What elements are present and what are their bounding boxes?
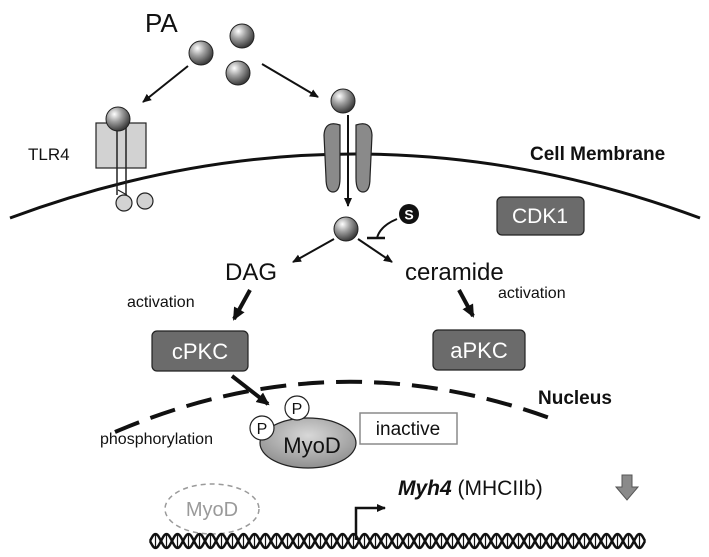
nucleus-label: Nucleus xyxy=(538,388,612,409)
tlr4-receptor xyxy=(95,106,154,212)
downregulation-arrow-icon xyxy=(614,474,640,501)
phosphate-1-label: P xyxy=(257,421,268,438)
cdk1-box xyxy=(496,196,585,236)
tlr4-label: TLR4 xyxy=(28,145,70,164)
arrow-cpkc-to-myod xyxy=(230,374,270,406)
pa-label: PA xyxy=(145,8,178,38)
internal-pa-sphere xyxy=(333,216,359,242)
apkc-box xyxy=(432,329,526,371)
transcription-start-icon xyxy=(354,504,386,540)
phosphate-1 xyxy=(249,415,275,441)
activation-left-label: activation xyxy=(127,294,195,311)
cell-membrane-label: Cell Membrane xyxy=(530,144,665,165)
gene-label: Myh4 (MHCIIb) xyxy=(398,477,543,500)
myod-phosphorylated xyxy=(259,417,357,469)
dna-strand-a xyxy=(148,532,647,550)
myod-label: MyoD xyxy=(283,433,340,458)
phosphate-2-label: P xyxy=(292,401,303,418)
s-inhibitor xyxy=(399,204,419,224)
inactive-box xyxy=(359,412,458,445)
myod-dissociated-label: MyoD xyxy=(186,499,238,521)
dna-double-helix xyxy=(148,532,647,550)
arrow-ceramide-to-apkc xyxy=(457,289,475,318)
inactive-label: inactive xyxy=(376,419,440,440)
arrow-pa-to-transporter xyxy=(261,63,319,98)
cpkc-label: cPKC xyxy=(172,339,228,364)
pa-sphere xyxy=(229,23,255,49)
apkc-label: aPKC xyxy=(450,338,508,363)
arrow-pa-to-tlr4 xyxy=(142,65,189,103)
arrow-dag-to-cpkc xyxy=(232,289,252,321)
arrow-to-dag xyxy=(292,238,335,263)
dna-strand-b xyxy=(148,532,647,550)
cpkc-box xyxy=(151,330,249,372)
cell-membrane xyxy=(9,152,701,220)
s-inhibitor-label: S xyxy=(404,207,413,223)
fatty-acid-transporter xyxy=(323,88,373,207)
dag-label: DAG xyxy=(225,259,277,286)
inhibition-line xyxy=(376,218,398,239)
arrow-to-ceramide xyxy=(357,238,393,263)
pa-sphere xyxy=(188,40,214,66)
ceramide-label: ceramide xyxy=(405,259,504,286)
phosphate-2 xyxy=(284,395,310,421)
pa-sphere xyxy=(225,60,251,86)
cdk1-label: CDK1 xyxy=(512,205,568,228)
phosphorylation-label: phosphorylation xyxy=(100,431,213,448)
activation-right-label: activation xyxy=(498,285,566,302)
nuclear-envelope xyxy=(114,379,556,434)
